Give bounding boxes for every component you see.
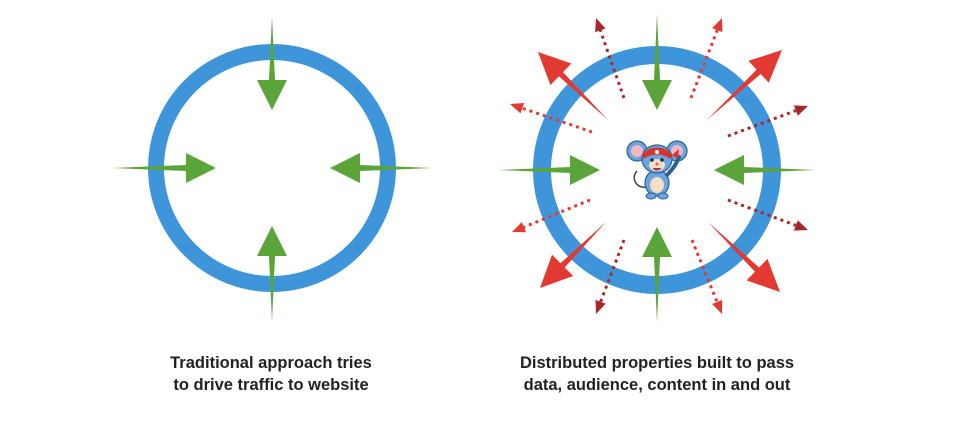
mascot-belly	[650, 177, 664, 193]
dotted-arrow-upper-right-shaft	[727, 109, 797, 138]
dotted-arrow-lower-right-shaft	[727, 198, 797, 227]
outbound-arrow-sw	[540, 222, 606, 288]
left-diagram	[112, 16, 432, 322]
mascot-tail	[633, 170, 648, 188]
caption-traditional-line-2: to drive traffic to website	[173, 376, 369, 394]
dotted-arrow-top-right-shaft	[689, 29, 719, 99]
mascot-arm	[665, 155, 681, 177]
caption-traditional-line-1: Traditional approach tries	[170, 354, 372, 372]
dotted-arrow-top-right-head	[712, 18, 723, 33]
mascot-nose	[655, 162, 659, 166]
dotted-arrow-lower-left-shaft	[523, 198, 591, 229]
dotted-arrow-upper-right-head	[793, 105, 808, 116]
outbound-arrow-nw	[538, 52, 608, 120]
caption-traditional-approach: Traditional approach tries to drive traf…	[91, 352, 451, 396]
dotted-arrow-upper-left-head	[510, 103, 525, 114]
dotted-arrow-upper-left-shaft	[521, 106, 593, 134]
mascot-eye-left	[650, 158, 654, 162]
mascot-eye-right	[660, 158, 664, 162]
mouse-mascot-icon	[626, 140, 688, 200]
mascot-ear-left-inner	[631, 145, 643, 157]
inbound-arrow-right	[714, 155, 815, 185]
dotted-arrow-bottom-left-head	[595, 299, 606, 314]
inbound-arrow-left	[498, 155, 600, 185]
dotted-arrow-bottom-right-head	[712, 299, 723, 314]
mascot-bandana-knot	[672, 149, 679, 159]
inbound-arrow-top	[642, 14, 672, 110]
inbound-arrow-bottom	[642, 227, 672, 322]
inbound-arrow-bottom	[257, 226, 287, 322]
dotted-arrow-top-left-head	[595, 18, 606, 33]
dotted-arrow-top-left-shaft	[598, 29, 626, 99]
caption-distributed-line-2: data, audience, content in and out	[523, 376, 791, 394]
dotted-arrow-lower-left-head	[512, 222, 527, 233]
outbound-arrow-se	[708, 222, 780, 292]
mascot-mouth	[652, 167, 662, 171]
right-diagram	[498, 14, 815, 322]
mascot-foot-right	[657, 192, 669, 200]
mascot-foot-left	[645, 192, 657, 200]
mascot-bandana-star	[655, 150, 659, 154]
caption-distributed-line-1: Distributed properties built to pass	[519, 354, 795, 372]
inbound-arrow-left	[112, 153, 216, 183]
inbound-arrow-right	[330, 153, 432, 183]
dotted-arrow-lower-right-head	[793, 220, 808, 231]
caption-distributed-properties: Distributed properties built to pass dat…	[477, 352, 837, 396]
inbound-arrow-top	[257, 16, 287, 110]
outbound-arrow-ne	[707, 50, 782, 120]
